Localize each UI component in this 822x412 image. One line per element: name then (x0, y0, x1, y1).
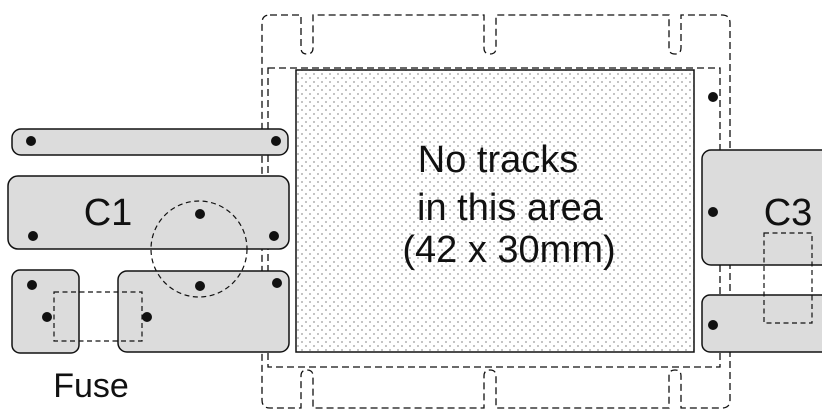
pad-c3 (701, 149, 822, 266)
pad-fuse-right (117, 270, 290, 353)
fuse-label: Fuse (53, 367, 129, 405)
hole (195, 281, 205, 291)
c3-outline-dashed (763, 232, 813, 324)
fuse-outline-dashed (53, 291, 143, 342)
board-outline-dashed (261, 14, 731, 409)
hole (42, 312, 52, 322)
no-tracks-area (295, 69, 695, 353)
no-tracks-label-line3: (42 x 30mm) (402, 229, 615, 271)
hole (27, 280, 37, 290)
keepout-border-dashed (267, 67, 721, 368)
hole (28, 231, 38, 241)
c1-label: C1 (84, 192, 133, 234)
hole (142, 312, 152, 322)
hole (271, 136, 281, 146)
pad-fuse-left (11, 269, 80, 354)
hole (708, 92, 718, 102)
no-tracks-label-line1: No tracks (418, 139, 578, 181)
component-outline-circle-dashed (150, 200, 248, 298)
hole (708, 320, 718, 330)
hole (269, 231, 279, 241)
hole (26, 136, 36, 146)
hole (272, 278, 282, 288)
pad-strip-top (11, 128, 289, 156)
pad-lower-right (701, 294, 822, 353)
no-tracks-label-line2: in this area (417, 187, 604, 229)
hole (708, 207, 718, 217)
pad-c1 (7, 175, 290, 250)
c3-label: C3 (764, 192, 813, 234)
hole (195, 209, 205, 219)
